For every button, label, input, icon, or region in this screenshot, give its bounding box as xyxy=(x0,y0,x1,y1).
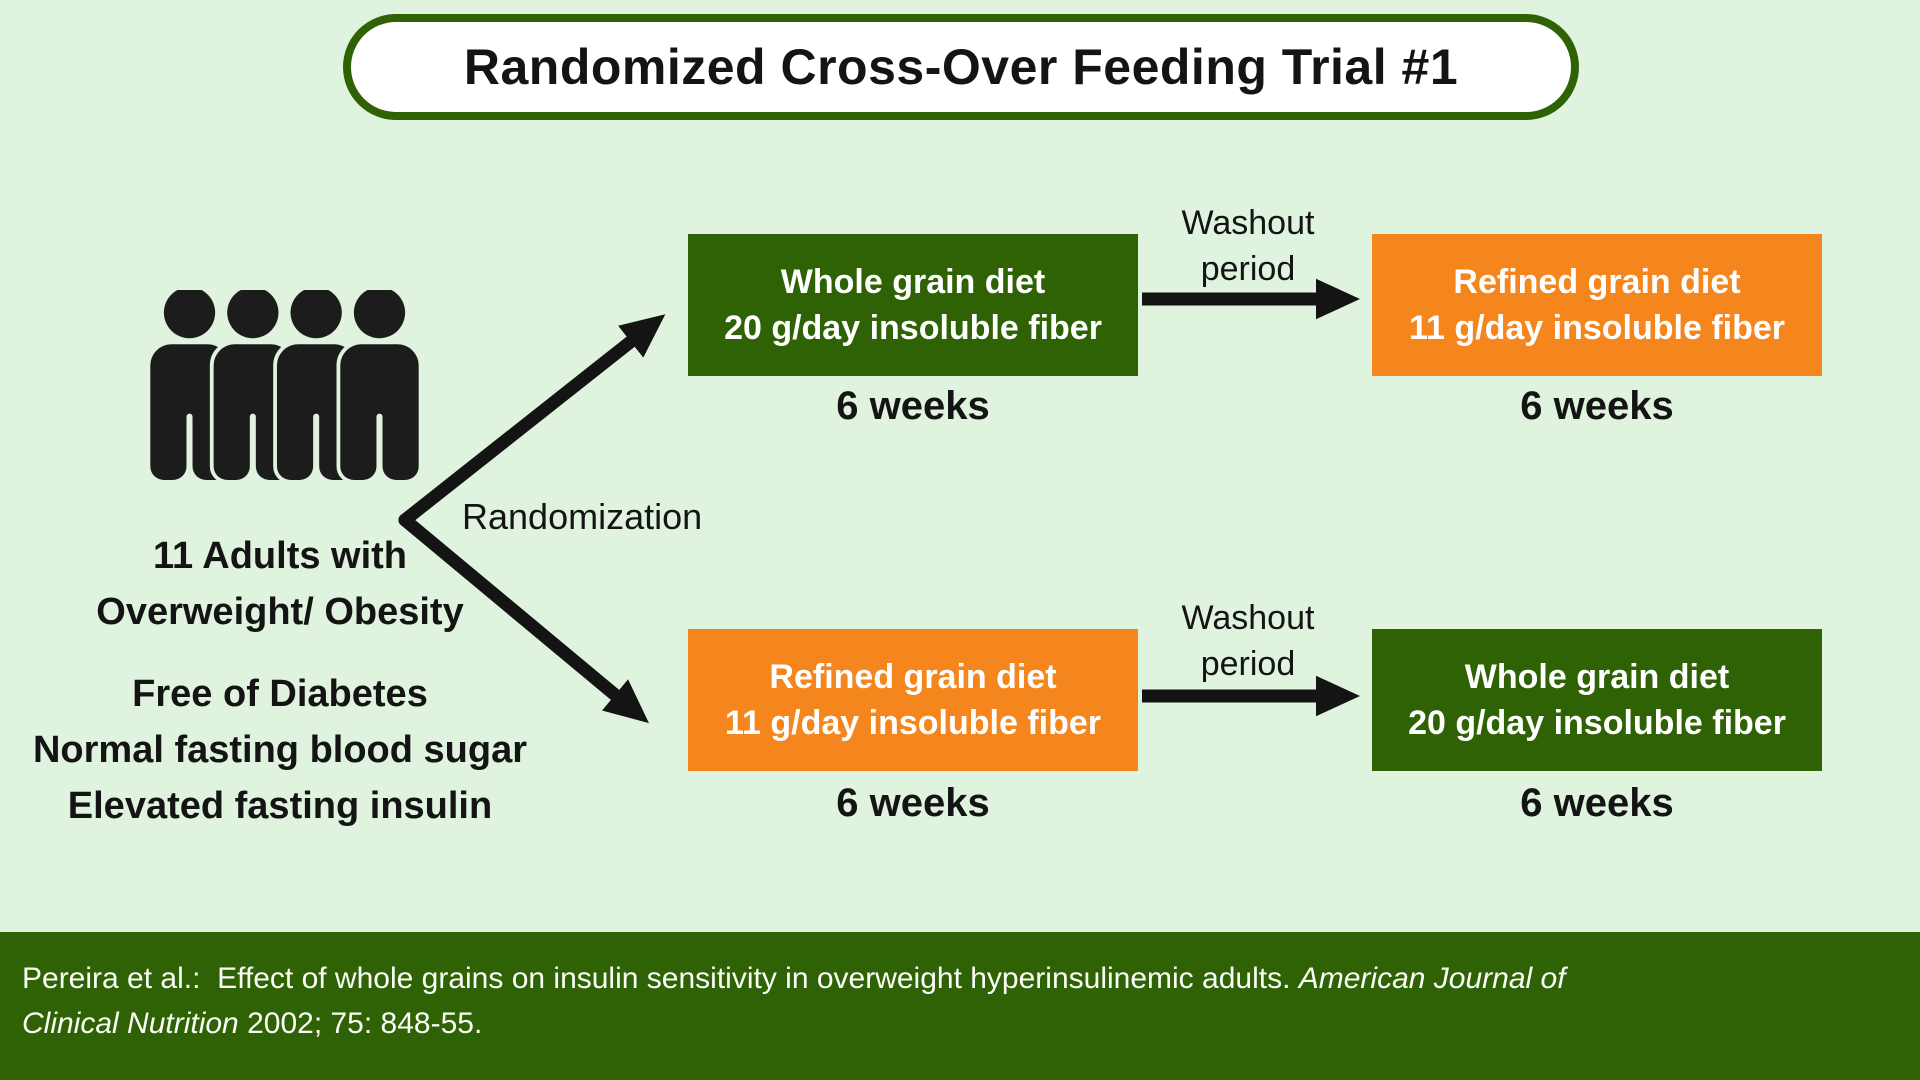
population-criteria: Free of Diabetes Normal fasting blood su… xyxy=(20,666,540,834)
people-group-icon xyxy=(138,290,431,486)
washout-word-2: period xyxy=(1200,645,1296,683)
arm-box-refined-grain-first: Refined grain diet 11 g/day insoluble fi… xyxy=(688,629,1138,771)
arm-title: Refined grain diet xyxy=(769,658,1057,696)
citation-text: Pereira et al.: Effect of whole grains o… xyxy=(22,962,1299,995)
criteria-line-3: Elevated fasting insulin xyxy=(67,785,493,827)
citation-line-1: Pereira et al.: Effect of whole grains o… xyxy=(22,956,1890,1001)
citation-text: 2002; 75: 848-55. xyxy=(238,1007,483,1040)
arm-title: Whole grain diet xyxy=(780,263,1046,301)
arm-subtitle: 11 g/day insoluble fiber xyxy=(725,704,1101,742)
washout-label-top: Washout period xyxy=(1128,200,1368,292)
arm-title: Refined grain diet xyxy=(1453,263,1741,301)
citation-line-2: Clinical Nutrition 2002; 75: 848-55. xyxy=(22,1001,1890,1046)
randomization-arrow-up xyxy=(398,314,666,527)
population-line-2: Overweight/ Obesity xyxy=(96,591,464,633)
arm-box-whole-grain-second: Whole grain diet 20 g/day insoluble fibe… xyxy=(1372,629,1822,771)
citation-journal-name: American Journal of xyxy=(1298,962,1566,995)
title-box: Randomized Cross-Over Feeding Trial #1 xyxy=(343,14,1579,120)
washout-word-2: period xyxy=(1200,250,1296,288)
randomization-label: Randomization xyxy=(462,496,703,537)
duration-label: 6 weeks xyxy=(1520,384,1674,428)
duration-label: 6 weeks xyxy=(1520,781,1674,825)
duration-label: 6 weeks xyxy=(836,781,990,825)
page-title: Randomized Cross-Over Feeding Trial #1 xyxy=(463,39,1459,95)
duration-label: 6 weeks xyxy=(836,384,990,428)
washout-label-bottom: Washout period xyxy=(1128,595,1368,687)
citation-footer: Pereira et al.: Effect of whole grains o… xyxy=(0,932,1920,1080)
citation-journal-name: Clinical Nutrition xyxy=(22,1007,239,1040)
arm-subtitle: 20 g/day insoluble fiber xyxy=(724,309,1102,347)
person-icon xyxy=(340,290,418,480)
arm-box-whole-grain-first: Whole grain diet 20 g/day insoluble fibe… xyxy=(688,234,1138,376)
arm-box-refined-grain-second: Refined grain diet 11 g/day insoluble fi… xyxy=(1372,234,1822,376)
washout-word-1: Washout xyxy=(1181,599,1315,637)
criteria-line-1: Free of Diabetes xyxy=(132,673,428,715)
criteria-line-2: Normal fasting blood sugar xyxy=(32,729,528,771)
arm-title: Whole grain diet xyxy=(1464,658,1730,696)
population-label: 11 Adults with Overweight/ Obesity xyxy=(20,528,540,640)
arm-subtitle: 20 g/day insoluble fiber xyxy=(1408,704,1786,742)
population-line-1: 11 Adults with xyxy=(152,535,408,577)
washout-word-1: Washout xyxy=(1181,204,1315,242)
arm-subtitle: 11 g/day insoluble fiber xyxy=(1409,309,1785,347)
